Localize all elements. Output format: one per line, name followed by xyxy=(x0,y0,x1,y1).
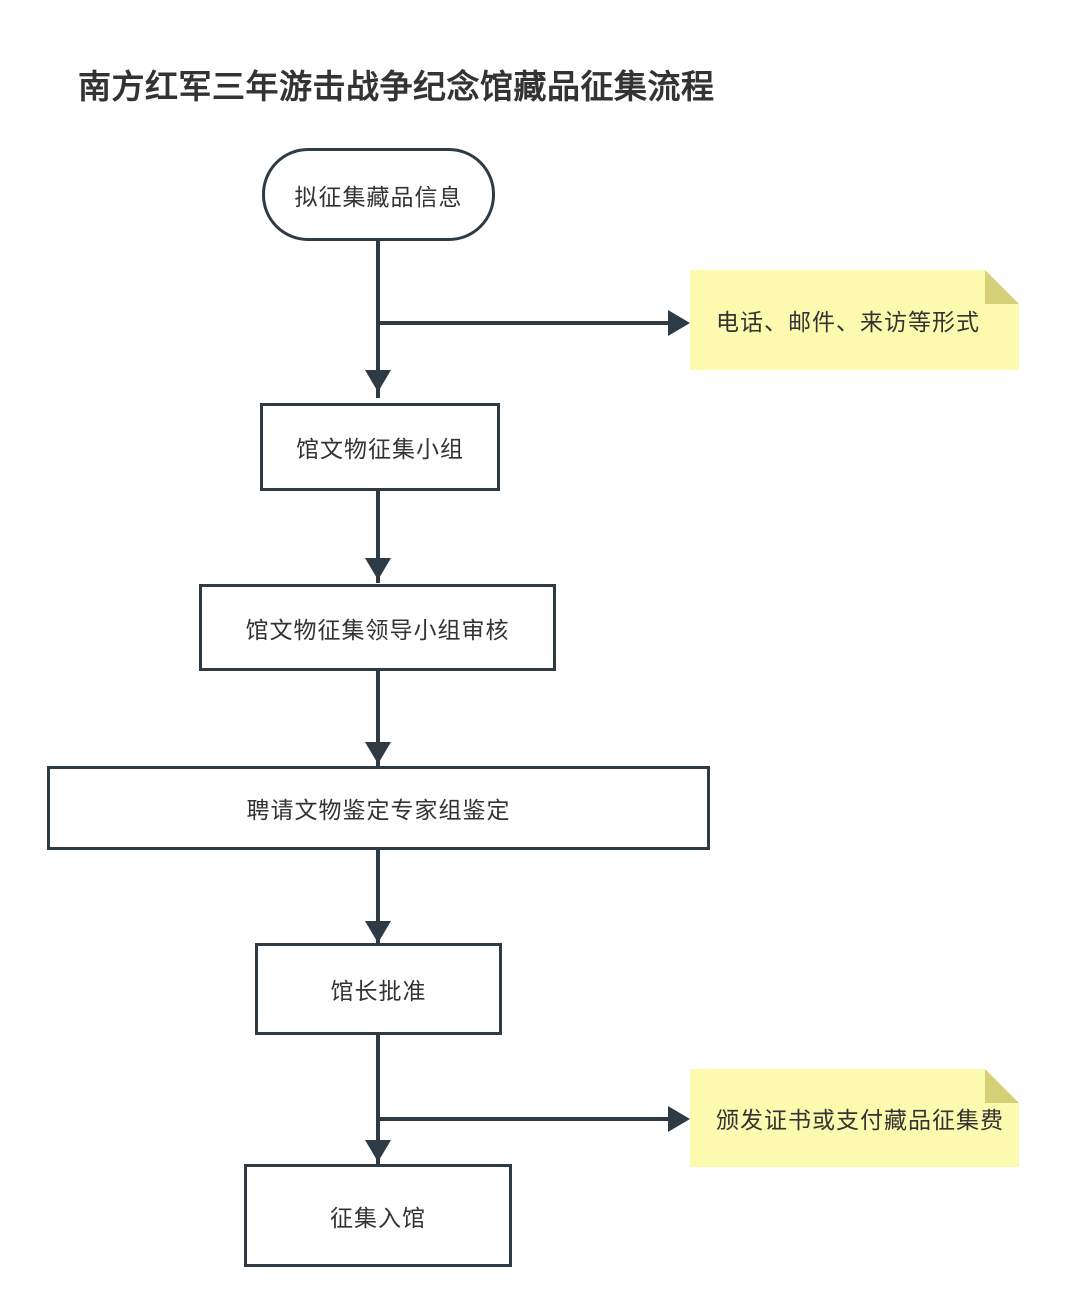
arrowhead-n2-n3 xyxy=(365,558,391,580)
page-title: 南方红军三年游击战争纪念馆藏品征集流程 xyxy=(78,68,715,105)
arrowhead-n3-n4 xyxy=(365,742,391,764)
note-sheet-icon xyxy=(690,270,1019,370)
flow-node-3[interactable]: 馆文物征集领导小组审核 xyxy=(199,584,556,671)
note-fold-corner-icon xyxy=(985,270,1019,304)
arrowhead-n5-n6 xyxy=(365,1140,391,1162)
connector-n4-n5 xyxy=(376,850,380,946)
flow-node-6-label: 征集入馆 xyxy=(330,1204,426,1231)
flow-note-1-label: 电话、邮件、来访等形式 xyxy=(716,309,980,335)
flow-note-2[interactable]: 颁发证书或支付藏品征集费 xyxy=(690,1069,1019,1167)
flow-node-3-label: 馆文物征集领导小组审核 xyxy=(245,616,510,643)
note-fold-corner-icon xyxy=(985,1069,1019,1103)
connector-n3-n4 xyxy=(376,671,380,767)
flow-node-4[interactable]: 聘请文物鉴定专家组鉴定 xyxy=(47,766,710,850)
arrowhead-n4-n5 xyxy=(365,921,391,943)
flow-node-2[interactable]: 馆文物征集小组 xyxy=(260,403,500,491)
flow-note-1[interactable]: 电话、邮件、来访等形式 xyxy=(690,270,1019,370)
flow-node-6[interactable]: 征集入馆 xyxy=(244,1164,512,1267)
connector-n2-n3 xyxy=(376,491,380,583)
note-sheet-icon xyxy=(690,1069,1019,1167)
connector-n5-note2 xyxy=(376,1117,676,1121)
flow-note-2-label: 颁发证书或支付藏品征集费 xyxy=(716,1107,1004,1133)
connector-n1-note1 xyxy=(376,321,676,325)
arrowhead-n1-note1 xyxy=(668,310,690,336)
flow-node-2-label: 馆文物征集小组 xyxy=(296,436,464,462)
flow-node-5[interactable]: 馆长批准 xyxy=(255,943,502,1035)
arrowhead-n1-n2 xyxy=(365,370,391,392)
connector-n5-n6 xyxy=(376,1035,380,1167)
connector-n1-n2 xyxy=(376,241,380,398)
flow-node-1[interactable]: 拟征集藏品信息 xyxy=(262,148,495,241)
flow-node-1-label: 拟征集藏品信息 xyxy=(294,183,463,210)
flow-node-5-label: 馆长批准 xyxy=(330,978,427,1004)
arrowhead-n5-note2 xyxy=(668,1106,690,1132)
flow-node-4-label: 聘请文物鉴定专家组鉴定 xyxy=(246,797,511,823)
